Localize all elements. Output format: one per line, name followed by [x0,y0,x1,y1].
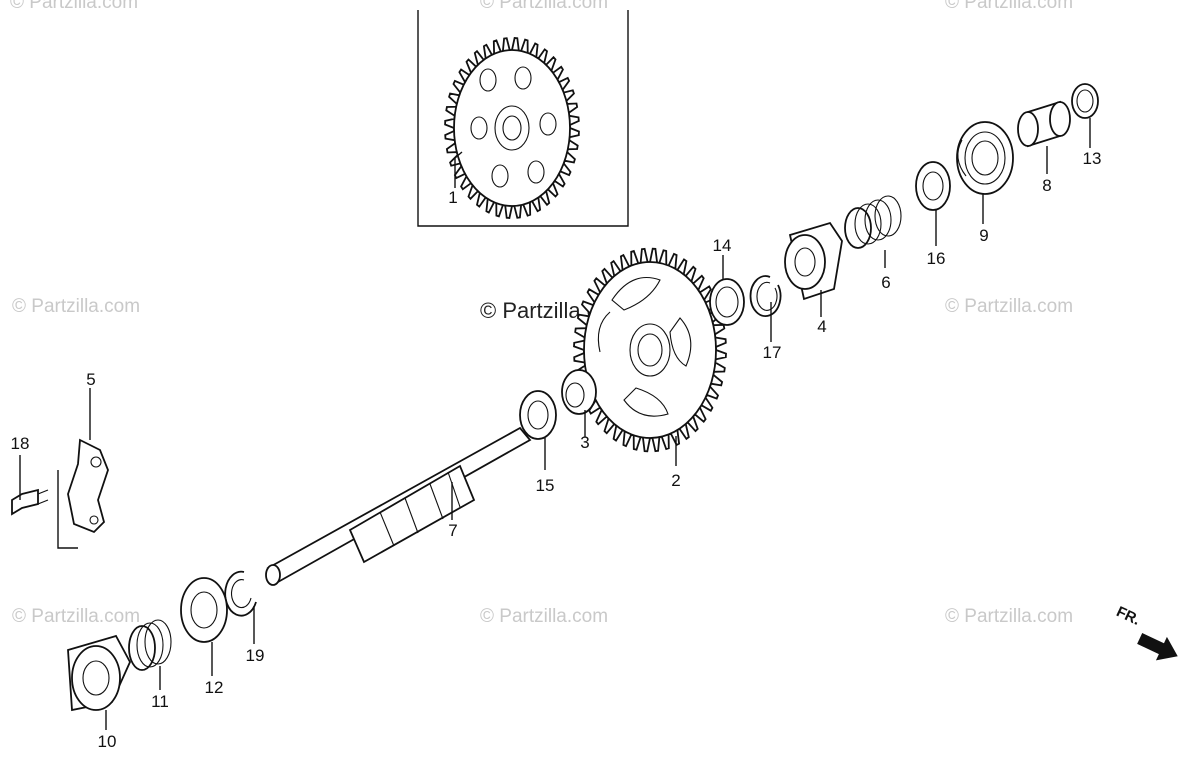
callout-8: 8 [1042,176,1051,195]
watermark-mid-right: © Partzilla.com [945,296,1073,317]
callout-14: 14 [713,236,732,255]
bolt-part-18 [11,455,49,516]
bushing-part-8 [1017,100,1071,148]
inset-frame [417,10,629,227]
gear-part-1 [444,37,580,219]
spring-part-6 [844,195,902,249]
shaft-part-7 [265,426,532,586]
watermark-top-left: © Partzilla.com [10,0,138,13]
collar-part-3 [561,369,597,415]
callout-13: 13 [1083,149,1102,168]
front-direction-indicator: FR. [1114,603,1178,661]
front-direction-label: FR. [1114,603,1143,629]
callout-18: 18 [11,434,30,453]
seal-part-14 [709,278,745,326]
watermark-bot-center: © Partzilla.com [480,606,608,627]
callout-6: 6 [881,273,890,292]
spring-part-11 [128,619,172,671]
ratchet-part-4 [784,221,843,301]
watermark-bot-left: © Partzilla.com [12,606,140,627]
front-arrow-icon [1137,633,1178,661]
callout-5: 5 [86,370,95,389]
snap-ring-part-19 [224,570,257,617]
callout-11: 11 [151,692,169,711]
ratchet-part-10 [67,634,132,712]
watermark-mid-left: © Partzilla.com [12,296,140,317]
washer-part-13 [1071,83,1099,119]
callout-9: 9 [979,226,988,245]
gear-part-2 [573,247,727,453]
plate-part-5 [57,388,109,549]
callout-1: 1 [448,188,457,207]
washer-part-16 [915,161,951,211]
callout-16: 16 [927,249,946,268]
snap-ring-part-17 [749,275,782,317]
callout-19: 19 [246,646,265,665]
leader-lines [105,118,1091,730]
callout-2: 2 [671,471,680,490]
washer-part-12 [180,577,228,643]
watermark-top-center: © Partzilla.com [480,0,608,13]
callout-7: 7 [448,521,457,540]
callout-3: 3 [580,433,589,452]
washer-part-15 [519,390,557,440]
callout-15: 15 [536,476,555,495]
watermark-bot-right: © Partzilla.com [945,606,1073,627]
callout-10: 10 [98,732,117,751]
watermark-top-right: © Partzilla.com [945,0,1073,13]
callout-12: 12 [205,678,224,697]
callout-17: 17 [763,343,782,362]
spring-part-9 [956,121,1014,195]
callout-4: 4 [817,317,826,336]
